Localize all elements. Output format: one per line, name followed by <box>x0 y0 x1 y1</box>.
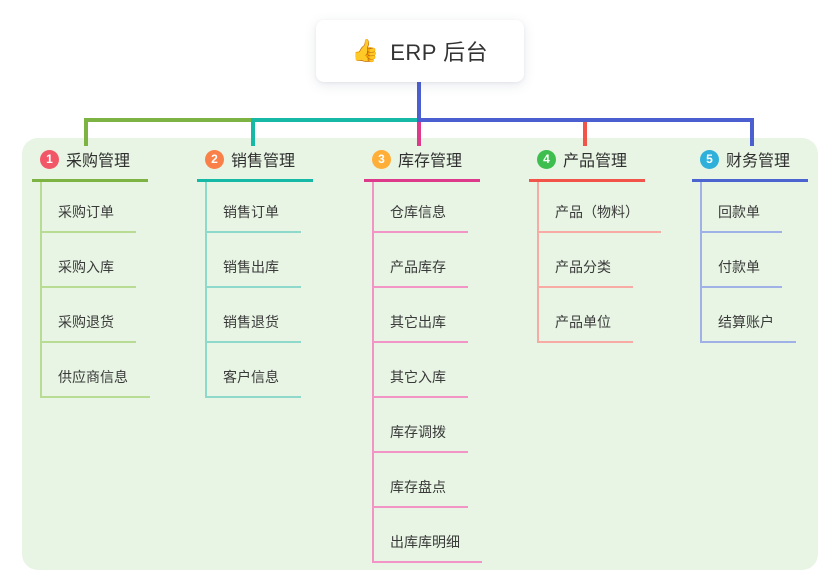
child-item[interactable]: 产品库存 <box>374 233 482 288</box>
branch-children: 销售订单销售出库销售退货客户信息 <box>205 182 313 398</box>
child-label: 库存调拨 <box>374 398 468 453</box>
connector-trunk-blue <box>417 118 754 122</box>
child-item[interactable]: 其它出库 <box>374 288 482 343</box>
child-item[interactable]: 付款单 <box>702 233 808 288</box>
branch-number-badge: 3 <box>372 149 391 169</box>
branch-number-badge: 4 <box>537 149 556 169</box>
child-label: 结算账户 <box>702 288 796 343</box>
connector-drop-product <box>583 118 587 146</box>
branch-product-management: 4 产品管理 产品（物料）产品分类产品单位 <box>529 147 661 343</box>
branch-header-sales[interactable]: 2 销售管理 <box>197 147 313 182</box>
connector-drop-purchase <box>84 118 88 146</box>
root-title: ERP 后台 <box>390 40 489 65</box>
child-label: 销售订单 <box>207 182 301 233</box>
child-label: 供应商信息 <box>42 343 150 398</box>
branch-header-finance[interactable]: 5 财务管理 <box>692 147 808 182</box>
child-item[interactable]: 供应商信息 <box>42 343 150 398</box>
child-label: 产品单位 <box>539 288 633 343</box>
branch-children: 采购订单采购入库采购退货供应商信息 <box>40 182 150 398</box>
branch-header-inventory[interactable]: 3 库存管理 <box>364 147 480 182</box>
branch-number-badge: 2 <box>205 149 224 169</box>
child-item[interactable]: 销售订单 <box>207 182 313 233</box>
branches-panel <box>22 138 818 570</box>
connector-drop-inventory <box>417 120 421 146</box>
child-label: 采购订单 <box>42 182 136 233</box>
child-label: 客户信息 <box>207 343 301 398</box>
child-label: 采购入库 <box>42 233 136 288</box>
child-label: 销售退货 <box>207 288 301 343</box>
child-item[interactable]: 采购订单 <box>42 182 150 233</box>
child-item[interactable]: 销售退货 <box>207 288 313 343</box>
branch-number-badge: 1 <box>40 149 59 169</box>
child-item[interactable]: 出库库明细 <box>374 508 482 563</box>
child-item[interactable]: 采购退货 <box>42 288 150 343</box>
connector-drop-finance <box>750 118 754 146</box>
child-label: 仓库信息 <box>374 182 468 233</box>
child-item[interactable]: 产品单位 <box>539 288 661 343</box>
child-item[interactable]: 库存盘点 <box>374 453 482 508</box>
child-label: 其它出库 <box>374 288 468 343</box>
branch-children: 回款单付款单结算账户 <box>700 182 808 343</box>
connector-trunk-teal <box>251 118 419 122</box>
child-label: 产品（物料） <box>539 182 661 233</box>
child-label: 其它入库 <box>374 343 468 398</box>
child-item[interactable]: 客户信息 <box>207 343 313 398</box>
child-label: 产品库存 <box>374 233 468 288</box>
child-item[interactable]: 回款单 <box>702 182 808 233</box>
root-node[interactable]: 👍 ERP 后台 <box>316 20 524 82</box>
branch-label: 采购管理 <box>66 153 131 170</box>
branch-label: 财务管理 <box>726 153 791 170</box>
child-label: 库存盘点 <box>374 453 468 508</box>
child-item[interactable]: 仓库信息 <box>374 182 482 233</box>
thumbs-up-icon: 👍 <box>351 38 380 63</box>
branch-sales-management: 2 销售管理 销售订单销售出库销售退货客户信息 <box>197 147 313 398</box>
branch-header-product[interactable]: 4 产品管理 <box>529 147 645 182</box>
branch-header-purchase[interactable]: 1 采购管理 <box>32 147 148 182</box>
child-label: 采购退货 <box>42 288 136 343</box>
child-item[interactable]: 销售出库 <box>207 233 313 288</box>
child-item[interactable]: 库存调拨 <box>374 398 482 453</box>
child-item[interactable]: 结算账户 <box>702 288 808 343</box>
connector-trunk-vertical <box>417 82 421 120</box>
branch-label: 产品管理 <box>563 153 628 170</box>
child-item[interactable]: 采购入库 <box>42 233 150 288</box>
branch-purchase-management: 1 采购管理 采购订单采购入库采购退货供应商信息 <box>32 147 150 398</box>
branch-number-badge: 5 <box>700 149 719 169</box>
child-item[interactable]: 产品分类 <box>539 233 661 288</box>
connector-trunk-green <box>84 118 253 122</box>
child-label: 回款单 <box>702 182 782 233</box>
branch-finance-management: 5 财务管理 回款单付款单结算账户 <box>692 147 808 343</box>
branch-inventory-management: 3 库存管理 仓库信息产品库存其它出库其它入库库存调拨库存盘点出库库明细 <box>364 147 482 563</box>
child-item[interactable]: 其它入库 <box>374 343 482 398</box>
child-label: 产品分类 <box>539 233 633 288</box>
branch-children: 仓库信息产品库存其它出库其它入库库存调拨库存盘点出库库明细 <box>372 182 482 563</box>
connector-drop-sales <box>251 118 255 146</box>
branch-label: 销售管理 <box>231 153 296 170</box>
branch-label: 库存管理 <box>398 153 463 170</box>
child-label: 付款单 <box>702 233 782 288</box>
child-item[interactable]: 产品（物料） <box>539 182 661 233</box>
branch-children: 产品（物料）产品分类产品单位 <box>537 182 661 343</box>
child-label: 出库库明细 <box>374 508 482 563</box>
child-label: 销售出库 <box>207 233 301 288</box>
